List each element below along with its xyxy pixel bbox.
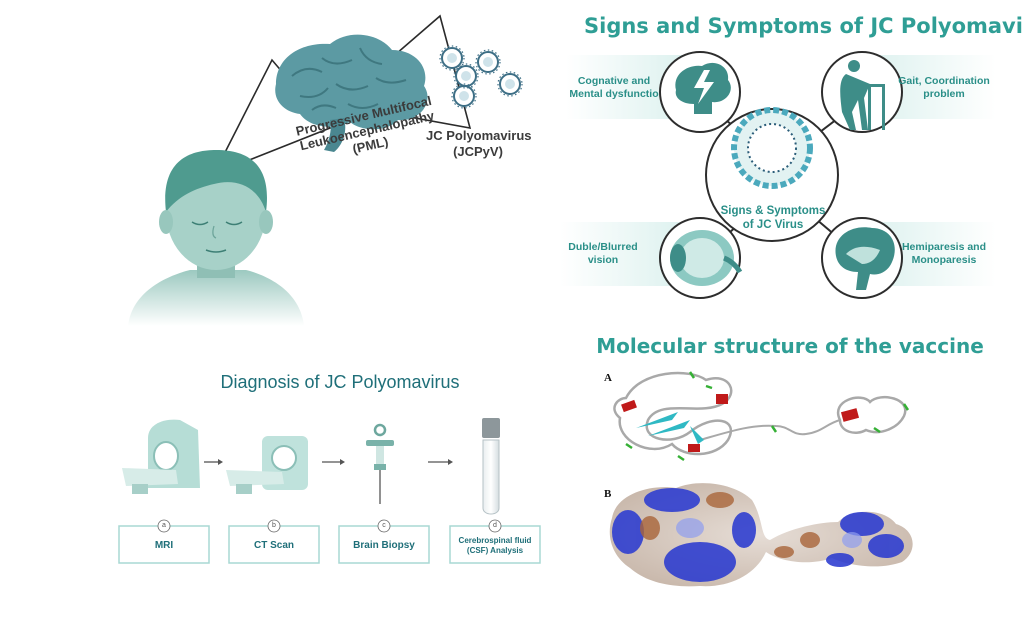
symptom-circle-cognitive	[659, 51, 741, 133]
csf-tube-icon	[482, 418, 500, 515]
symptom-label-hemiparesis: Hemiparesis and Monoparesis	[896, 241, 992, 267]
mri-scanner-icon	[122, 419, 200, 494]
symptom-circle-hemiparesis	[821, 217, 903, 299]
jc-virus-label: JC Polyomavirus (JCPyV)	[426, 128, 532, 160]
symptom-cognitive-line-1: Cognative and	[577, 75, 651, 87]
step-letter-a: a	[162, 522, 166, 529]
step-letter-b: b	[272, 522, 276, 529]
symptoms-diagram	[560, 51, 996, 299]
brain-sagittal-icon	[835, 227, 895, 290]
center-line-2: of JC Virus	[742, 219, 804, 231]
symptom-cognitive-line-2: Mental dysfunctio	[569, 88, 659, 100]
symptom-gait-line-1: Gait, Coordination	[898, 75, 990, 87]
center-line-1: Signs & Symptoms	[720, 205, 826, 217]
pml-illustration	[128, 14, 523, 326]
symptom-circle-gait	[821, 51, 903, 133]
diagnosis-arrows	[204, 459, 453, 465]
step-label-mri: MRI	[154, 540, 174, 551]
step-letter-c: c	[382, 522, 386, 529]
ct-scanner-icon	[226, 436, 308, 494]
patient-icon	[128, 150, 304, 326]
step-label-biopsy: Brain Biopsy	[353, 540, 415, 551]
symptom-hemi-line-1: Hemiparesis and	[901, 241, 987, 253]
brain-lightning-icon	[675, 62, 731, 114]
jc-line-1: JC Polyomavirus	[426, 128, 532, 143]
step-label-csf-line-1: Cerebrospinal fluid	[458, 536, 532, 545]
step-label-csf-line-2: (CSF) Analysis	[466, 546, 524, 555]
vaccine-surface-structure	[609, 483, 913, 587]
symptom-label-cognitive: Cognative and Mental dysfunctio	[566, 75, 662, 101]
symptom-gait-line-2: problem	[923, 88, 965, 100]
molecular-title: Molecular structure of the vaccine	[596, 334, 984, 358]
panel-label-b: B	[604, 488, 612, 500]
elderly-walker-icon	[840, 60, 885, 130]
center-label: Signs & Symptoms of JC Virus	[718, 204, 828, 232]
signs-title: Signs and Symptoms of JC Polyomavirus	[584, 14, 1024, 38]
diagnosis-title: Diagnosis of JC Polyomavirus	[220, 372, 460, 392]
symptom-hemi-line-2: Monoparesis	[911, 254, 977, 266]
virus-particles-icon	[441, 47, 521, 107]
step-label-csf: Cerebrospinal fluid (CSF) Analysis	[450, 536, 540, 556]
eye-icon	[670, 230, 743, 286]
brain-icon	[275, 34, 428, 152]
symptom-vision-line-1: Duble/Blurred	[568, 241, 638, 253]
symptom-circle-vision	[659, 217, 743, 299]
symptom-vision-line-2: vision	[587, 254, 619, 266]
panel-label-a: A	[604, 372, 612, 384]
symptom-label-gait: Gait, Coordination problem	[894, 75, 994, 101]
symptom-label-vision: Duble/Blurred vision	[560, 241, 646, 267]
vaccine-ribbon-structure	[613, 371, 910, 462]
step-letter-d: d	[493, 522, 497, 529]
diagnosis-diagram	[118, 418, 541, 564]
jc-line-2: (JCPyV)	[453, 144, 503, 159]
jc-virus-center-icon	[705, 107, 839, 242]
biopsy-needle-icon	[366, 423, 394, 504]
step-label-ct: CT Scan	[253, 540, 294, 551]
